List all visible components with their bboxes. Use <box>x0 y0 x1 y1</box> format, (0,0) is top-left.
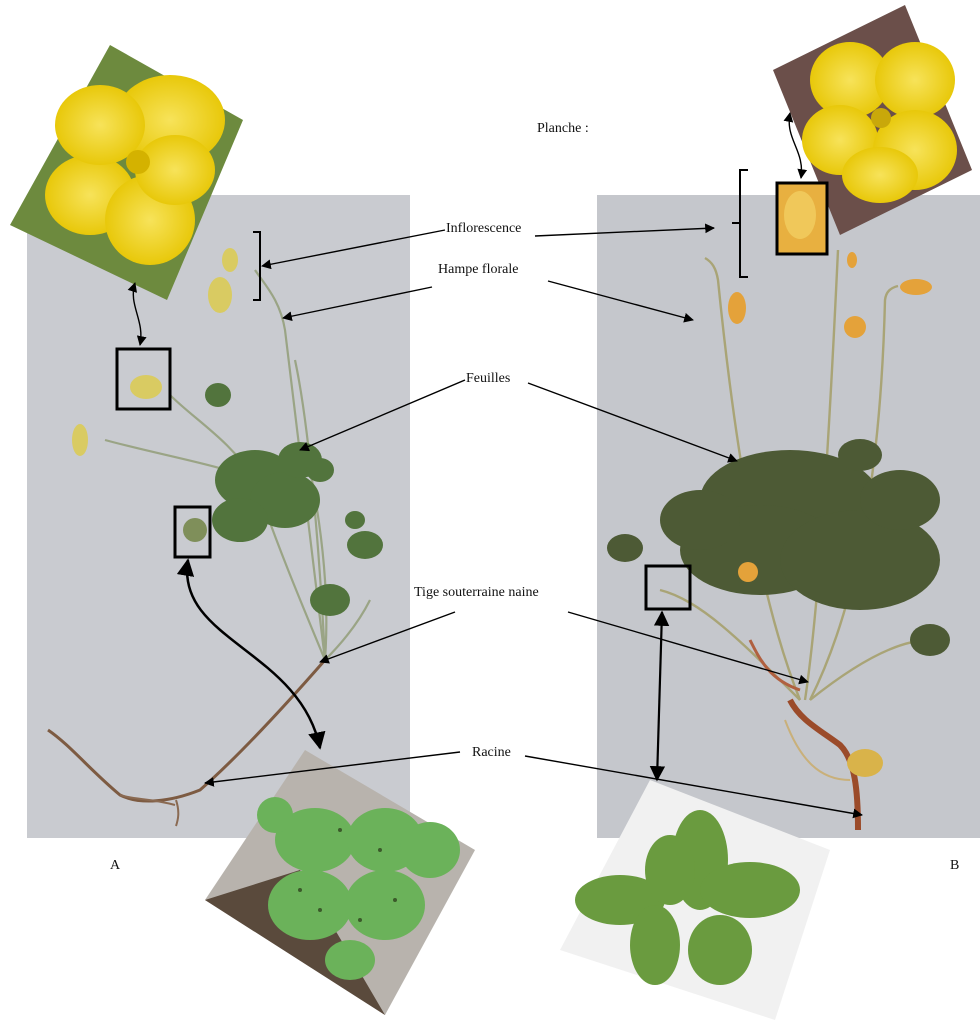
specimen-b-letter: B <box>950 858 959 874</box>
leaf-closeup-b <box>560 780 830 1020</box>
flower-closeup-a <box>10 45 243 300</box>
label-inflorescence: Inflorescence <box>446 221 521 237</box>
label-racine: Racine <box>472 745 511 761</box>
specimen-a-letter: A <box>110 858 120 874</box>
plate-title: Planche : <box>537 121 589 137</box>
label-tige-souterraine: Tige souterraine naine <box>414 585 539 601</box>
leaf-closeup-a <box>205 750 475 1015</box>
label-feuilles: Feuilles <box>466 371 510 387</box>
label-hampe-florale: Hampe florale <box>438 262 518 278</box>
specimen-a-plant <box>48 232 383 826</box>
flower-closeup-b <box>773 5 972 254</box>
